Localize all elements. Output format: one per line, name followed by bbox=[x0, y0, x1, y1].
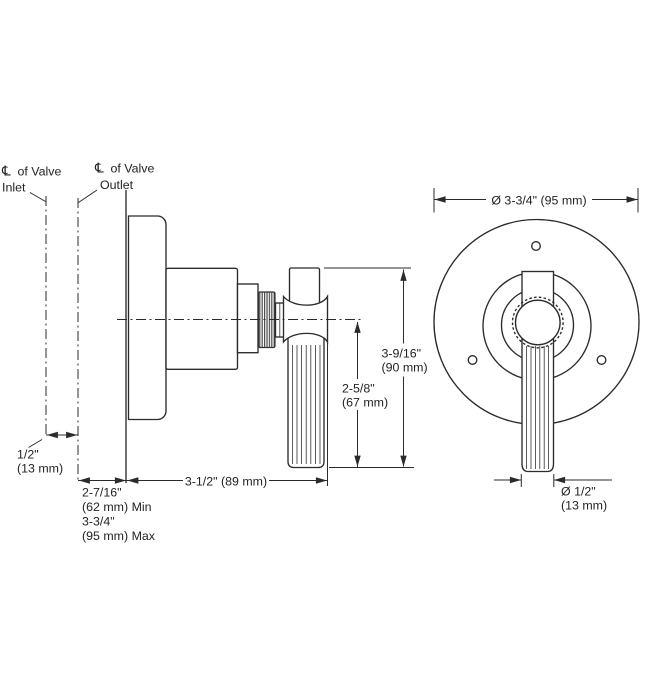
screw-hole-right bbox=[596, 355, 607, 365]
outlet-label: ℄ of Valve Outlet bbox=[78, 161, 155, 203]
leader-line bbox=[29, 192, 46, 202]
dim-metric: (13 mm) bbox=[561, 499, 607, 513]
dim-handle-diameter bbox=[494, 474, 612, 487]
outlet-label-line1: of Valve bbox=[111, 162, 155, 176]
extension-lines-side bbox=[324, 267, 414, 486]
escutcheon-side bbox=[127, 215, 167, 421]
handle-hub-front bbox=[514, 299, 561, 346]
handle-hub-side bbox=[282, 293, 329, 345]
centerline-symbol: ℄ bbox=[1, 164, 11, 180]
dim-metric: (95 mm) Max bbox=[82, 529, 156, 543]
dim-metric: (90 mm) bbox=[382, 361, 428, 375]
leader-line bbox=[78, 189, 98, 203]
dim-value: 2-7/16" bbox=[82, 486, 122, 500]
screw-hole-top bbox=[531, 241, 541, 251]
outlet-label-line2: Outlet bbox=[100, 178, 134, 192]
dim-value: 3-9/16" bbox=[382, 347, 422, 361]
dim-metric: (13 mm) bbox=[17, 462, 63, 476]
knurled-ring-front bbox=[511, 296, 564, 349]
valve-body-step bbox=[236, 283, 259, 354]
handle-lever-front bbox=[521, 335, 555, 473]
handle-flutes-front bbox=[526, 346, 549, 469]
dim-value: 2-5/8" bbox=[342, 382, 375, 396]
dim-value: 3-3/4" bbox=[82, 515, 115, 529]
dim-text-plate-diameter: Ø 3-3/4" (95 mm) bbox=[491, 194, 586, 208]
dim-text-center-to-handle-end: 2-5/8" (67 mm) bbox=[342, 382, 388, 410]
inlet-label-line2: Inlet bbox=[2, 181, 26, 195]
leader-line bbox=[28, 439, 43, 448]
inlet-label-line1: of Valve bbox=[18, 165, 62, 179]
dim-text-overall-depth: 3-1/2" (89 mm) bbox=[185, 475, 267, 489]
dim-value: Ø 1/2" bbox=[561, 485, 596, 499]
handle-flutes-side bbox=[291, 345, 321, 464]
dim-text-inlet-outlet-offset: 1/2" (13 mm) bbox=[17, 448, 63, 476]
dim-text-handle-diameter: Ø 1/2" (13 mm) bbox=[561, 485, 607, 513]
side-view bbox=[125, 190, 329, 483]
front-view bbox=[433, 218, 640, 473]
inlet-label: ℄ of Valve Inlet bbox=[1, 164, 61, 202]
dim-text-wall-range: 2-7/16" (62 mm) Min 3-3/4" (95 mm) Max bbox=[82, 486, 156, 544]
dim-plate-diameter bbox=[433, 188, 639, 213]
valve-body bbox=[165, 267, 239, 370]
centerline-symbol: ℄ bbox=[94, 161, 104, 177]
dim-value: 1/2" bbox=[17, 448, 39, 462]
dim-text-top-to-handle-end: 3-9/16" (90 mm) bbox=[382, 347, 428, 375]
screw-hole-left bbox=[467, 355, 478, 365]
dim-inlet-outlet-offset bbox=[28, 431, 78, 448]
dim-metric: (67 mm) bbox=[342, 396, 388, 410]
dim-metric: (62 mm) Min bbox=[82, 500, 152, 514]
